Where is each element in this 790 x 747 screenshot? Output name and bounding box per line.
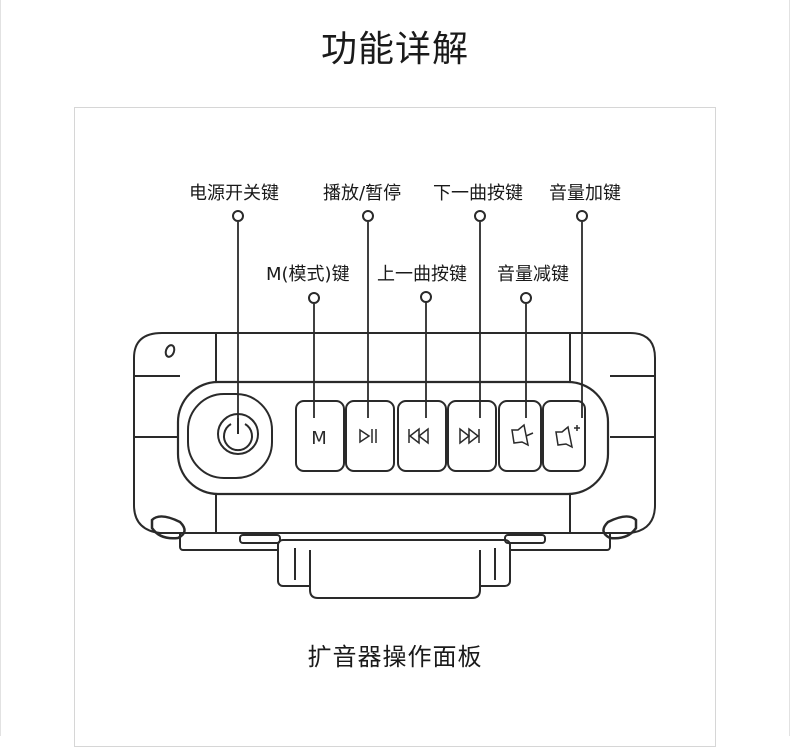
- prev-button[interactable]: [397, 400, 447, 472]
- play-pause-icon: [359, 428, 377, 444]
- label-next: 下一曲按键: [433, 183, 523, 204]
- label-volume-up: 音量加键: [549, 183, 621, 204]
- label-prev: 上一曲按键: [377, 264, 467, 285]
- volume-down-button[interactable]: [498, 400, 542, 472]
- callout-dots: [232, 210, 588, 304]
- label-volume-down: 音量减键: [497, 264, 569, 285]
- button-strip: [176, 380, 610, 496]
- label-play-pause: 播放/暂停: [323, 183, 402, 204]
- volume-up-icon: [555, 425, 580, 449]
- next-icon: [459, 427, 480, 445]
- diagram-caption: 扩音器操作面板: [307, 643, 483, 671]
- power-button[interactable]: [187, 393, 273, 479]
- volume-down-icon: [511, 423, 534, 447]
- mode-button[interactable]: [295, 400, 345, 472]
- page-title: 功能详解: [320, 29, 469, 70]
- label-power: 电源开关键: [189, 183, 279, 204]
- mode-button-glyph: M: [311, 428, 327, 449]
- label-mode: M(模式)键: [266, 264, 350, 285]
- callout-lines: [237, 222, 583, 418]
- prev-icon: [408, 427, 429, 445]
- volume-up-button[interactable]: [542, 400, 586, 472]
- next-button[interactable]: [447, 400, 497, 472]
